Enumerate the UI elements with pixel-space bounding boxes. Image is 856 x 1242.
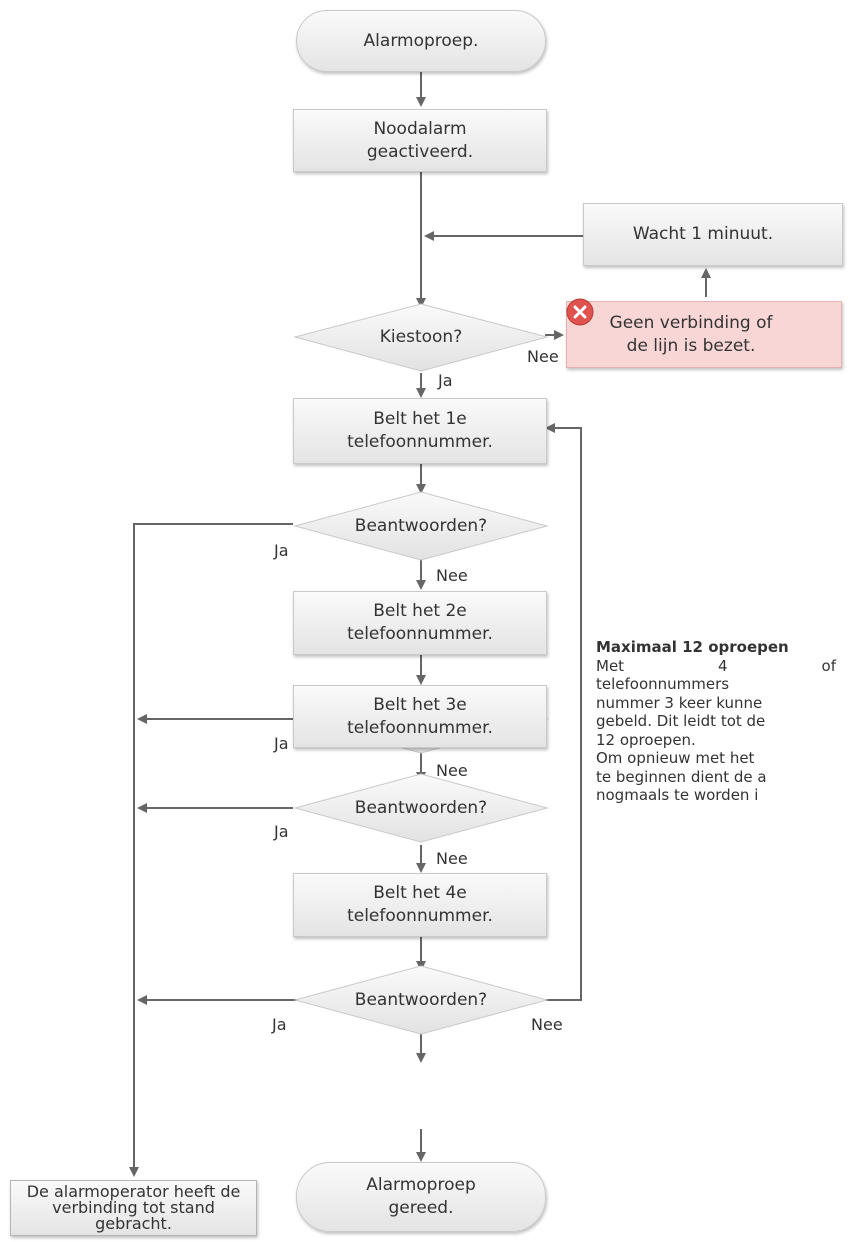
yes-label-4: Ja	[272, 1015, 287, 1034]
call4-shown: Belt het 4e telefoonnummer.	[293, 873, 547, 937]
activated-box: Noodalarm geactiveerd.	[293, 109, 547, 172]
note-line-7: te beginnen dient de a	[596, 767, 767, 786]
no-label-1: Nee	[436, 566, 468, 585]
start-label: Alarmoproep.	[363, 30, 479, 51]
note-line-1: Met 4 of	[596, 656, 836, 675]
yes-label-dialtone: Ja	[438, 371, 453, 390]
error-icon	[566, 298, 594, 326]
call2-box: Belt het 2e telefoonnummer.	[293, 591, 547, 655]
call1-box: Belt het 1e telefoonnummer.	[293, 398, 547, 464]
answer-diamond-4	[293, 965, 549, 1035]
answer-text-1: Beantwoorden?	[354, 516, 488, 536]
max-calls-note: Maximaal 12 oproepen Met 4 of telefoonnu…	[596, 638, 856, 805]
answer-text-4: Beantwoorden?	[354, 990, 488, 1010]
dialtone-question: Kiestoon?	[295, 320, 547, 354]
call2-label: Belt het 2e telefoonnummer.	[347, 601, 493, 644]
end-terminator: Alarmoproep gereed.	[296, 1162, 546, 1232]
operator-label: De alarmoperator heeft de verbinding tot…	[26, 1182, 241, 1233]
note-line-8: nogmaals te worden i	[596, 786, 759, 804]
note-line-3: nummer 3 keer kunne	[596, 693, 763, 712]
wait-box: Wacht 1 minuut.	[583, 203, 843, 266]
call4-label: Belt het 4e telefoonnummer.	[347, 883, 493, 926]
note-line-2: telefoonnummers	[596, 675, 730, 693]
answer-question-4: Beantwoorden?	[295, 983, 547, 1017]
call3-label: Belt het 3e telefoonnummer.	[347, 694, 493, 738]
no-connection-label: Geen verbinding of de lijn is bezet.	[609, 312, 773, 356]
answer-diamond-1	[293, 491, 549, 561]
note-line-6: Om opnieuw met het	[596, 749, 755, 767]
end-label: Alarmoproep gereed.	[366, 1175, 476, 1218]
no-label-3: Nee	[436, 849, 468, 868]
answer-question-1: Beantwoorden?	[295, 509, 547, 543]
start-terminator: Alarmoproep.	[296, 10, 546, 72]
activated-label: Noodalarm geactiveerd.	[366, 118, 474, 162]
no-label-dialtone: Nee	[527, 347, 559, 366]
operator-box: De alarmoperator heeft de verbinding tot…	[10, 1180, 257, 1236]
answer-text-3: Beantwoorden?	[354, 798, 488, 818]
call1-label: Belt het 1e telefoonnummer.	[347, 409, 493, 452]
wait-label: Wacht 1 minuut.	[632, 224, 774, 244]
dialtone-text: Kiestoon?	[379, 327, 463, 347]
call3-shown: Belt het 3e telefoonnummer.	[293, 685, 547, 748]
no-label-4: Nee	[531, 1015, 563, 1034]
answer-question-3: Beantwoorden?	[295, 791, 547, 825]
note-line-5: 12 oproepen.	[596, 730, 696, 749]
yes-label-3: Ja	[274, 822, 289, 841]
yes-label-1: Ja	[274, 541, 289, 560]
answer-diamond-3	[293, 773, 549, 843]
no-connection-box: Geen verbinding of de lijn is bezet.	[566, 301, 842, 368]
yes-label-2: Ja	[274, 734, 289, 753]
no-label-2: Nee	[436, 761, 468, 780]
note-line-4: gebeld. Dit leidt tot de	[596, 712, 766, 730]
note-title: Maximaal 12 oproepen	[596, 638, 789, 656]
dialtone-diamond	[293, 303, 549, 372]
